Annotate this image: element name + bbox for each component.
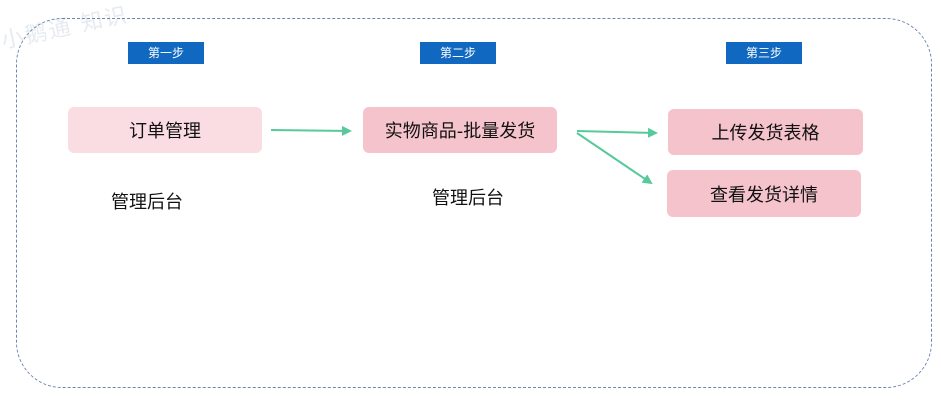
admin-label-1: 管理后台 [111,192,183,213]
step-2-header: 第二步 [420,42,496,64]
step-1-header: 第一步 [128,42,204,64]
admin-label-2: 管理后台 [432,188,504,209]
arrow-batch-to-upload [576,127,658,138]
node-upload-shipping-sheet: 上传发货表格 [668,109,863,155]
node-order-management: 订单管理 [68,107,262,153]
arrow-order-to-batch [270,125,352,136]
node-batch-shipping: 实物商品-批量发货 [363,107,557,153]
diagram-frame [16,18,932,388]
arrow-batch-to-view [576,132,653,185]
step-3-header: 第三步 [726,42,802,64]
node-view-shipping-details: 查看发货详情 [667,170,861,217]
